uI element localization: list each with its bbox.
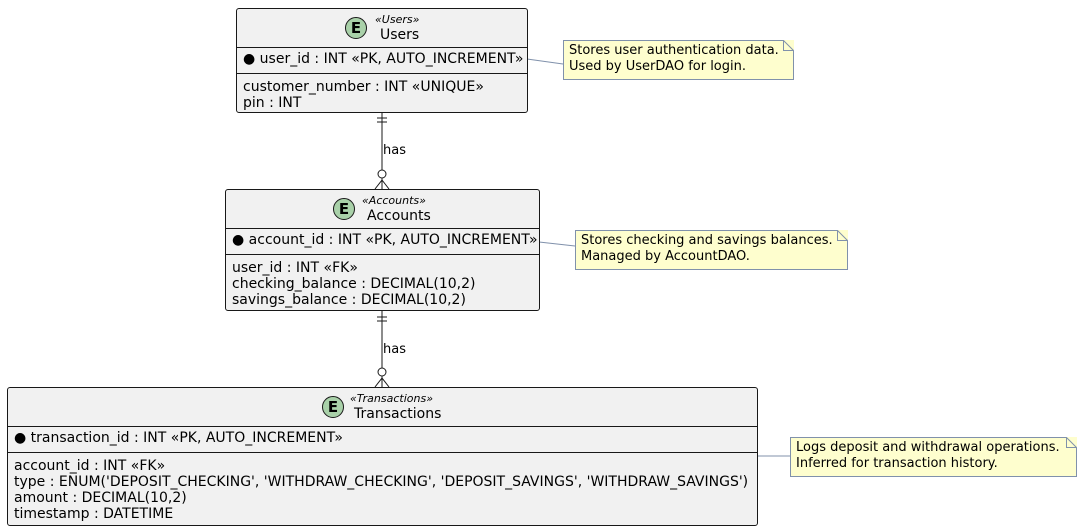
entity-accounts[interactable]: E «Accounts» Accounts ● account_id : INT… <box>225 189 540 311</box>
relationship-label-accounts-transactions: has <box>383 342 406 357</box>
entity-title: Users <box>380 27 420 43</box>
relationship-label-users-accounts: has <box>383 143 406 158</box>
entity-users[interactable]: E «Users» Users ● user_id : INT «PK, AUT… <box>236 8 528 113</box>
note-line: Stores user authentication data. <box>569 43 779 58</box>
entity-header: E «Accounts» Accounts <box>226 190 539 228</box>
attribute-row: checking_balance : DECIMAL(10,2) <box>232 276 476 292</box>
entity-title: Accounts <box>367 208 431 224</box>
pk-row: ● user_id : INT «PK, AUTO_INCREMENT» <box>243 51 524 67</box>
entity-stereotype: «Users» <box>375 13 420 26</box>
relationship-users-accounts <box>374 112 390 190</box>
attribute-row: account_id : INT «FK» <box>14 458 166 474</box>
note-line: Logs deposit and withdrawal operations. <box>796 440 1060 455</box>
entity-transactions[interactable]: E «Transactions» Transactions ● transact… <box>7 387 758 526</box>
entity-title: Transactions <box>354 406 442 422</box>
note-connector-accounts <box>538 241 576 247</box>
entity-header: E «Transactions» Transactions <box>8 388 757 426</box>
note-users: Stores user authentication data. Used by… <box>563 40 794 80</box>
attribute-row: user_id : INT «FK» <box>232 260 358 276</box>
note-line: Stores checking and savings balances. <box>581 233 833 248</box>
entity-header: E «Users» Users <box>237 9 527 47</box>
note-line: Inferred for transaction history. <box>796 456 998 471</box>
entity-stereotype: «Accounts» <box>362 194 426 207</box>
entity-icon: E <box>345 17 367 39</box>
attribute-row: pin : INT <box>243 95 302 111</box>
attribute-row: type : ENUM('DEPOSIT_CHECKING', 'WITHDRA… <box>14 474 749 490</box>
entity-stereotype: «Transactions» <box>350 392 433 405</box>
note-connector-users <box>526 58 564 65</box>
attribute-row: savings_balance : DECIMAL(10,2) <box>232 292 466 308</box>
pk-row: ● account_id : INT «PK, AUTO_INCREMENT» <box>232 232 538 248</box>
note-transactions: Logs deposit and withdrawal operations. … <box>790 437 1077 477</box>
note-line: Managed by AccountDAO. <box>581 249 750 264</box>
note-line: Used by UserDAO for login. <box>569 59 746 74</box>
relationship-accounts-transactions <box>374 311 390 388</box>
pk-row: ● transaction_id : INT «PK, AUTO_INCREME… <box>14 430 343 446</box>
attribute-row: customer_number : INT «UNIQUE» <box>243 79 484 95</box>
entity-icon: E <box>322 396 344 418</box>
attribute-row: amount : DECIMAL(10,2) <box>14 490 187 506</box>
attribute-row: timestamp : DATETIME <box>14 506 174 522</box>
entity-icon: E <box>333 198 355 220</box>
note-accounts: Stores checking and savings balances. Ma… <box>575 230 848 270</box>
